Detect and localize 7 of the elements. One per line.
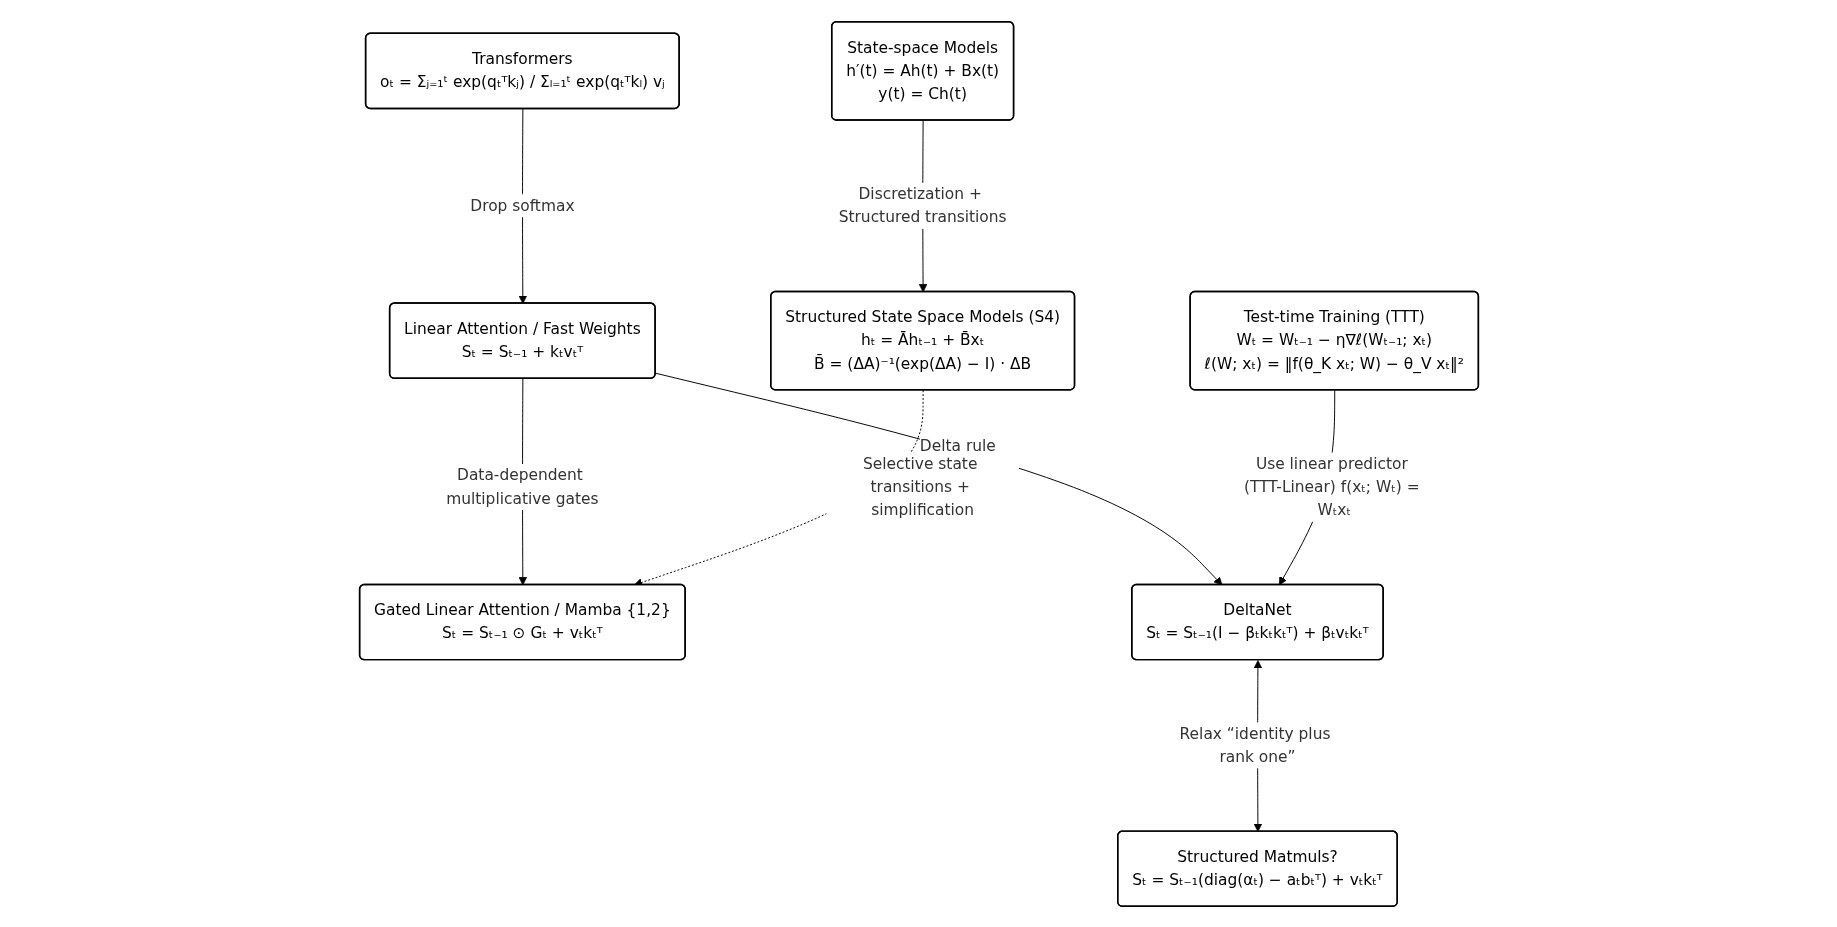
edge-label: Relax “identity plus rank one” [1179,723,1330,766]
edge-label: Use linear predictor (TTT-Linear) f(xₜ; Wₜ) = Wₜxₜ [1243,453,1420,519]
edge-label: Drop softmax [469,195,574,214]
edge-label: Delta rule [919,435,996,455]
edge-label: Data-dependent multiplicative gates [445,465,599,507]
edge-label: Discretization + Structured transitions [838,184,1007,226]
edge-label: Selective state transitions + simplification [862,453,977,519]
